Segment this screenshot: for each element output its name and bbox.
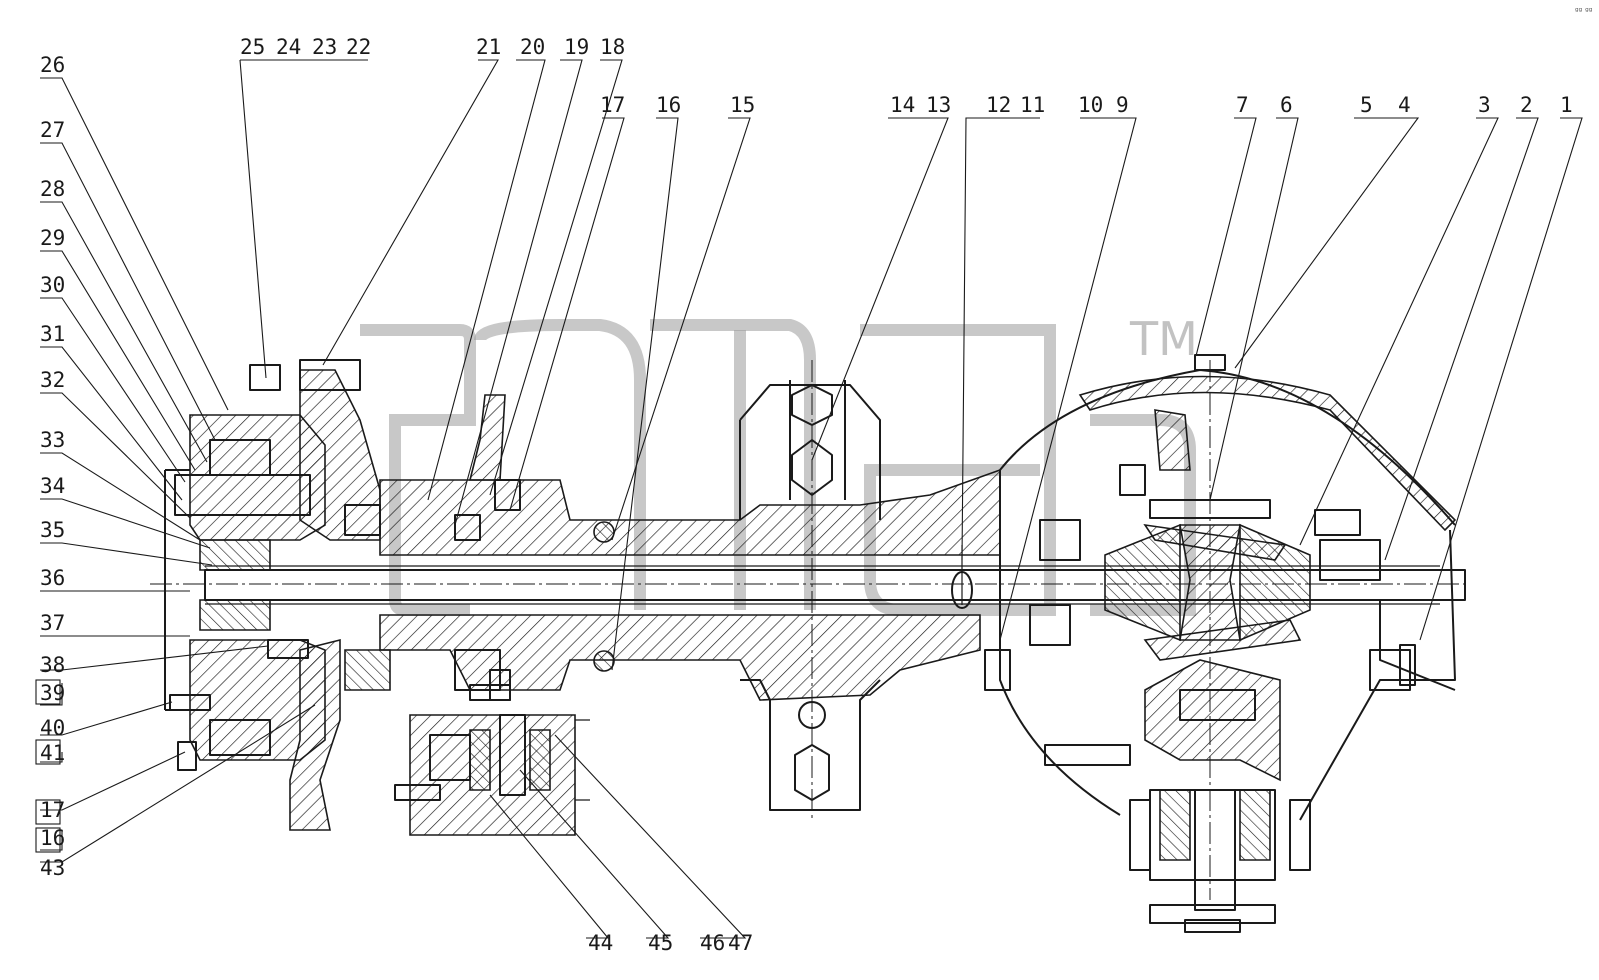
spring-seat	[739, 380, 881, 811]
callout-39: 39	[40, 681, 65, 705]
seal-rings	[593, 521, 615, 672]
callout-4: 4	[1398, 93, 1411, 117]
callout-45: 45	[648, 931, 673, 955]
callout-37: 37	[40, 611, 65, 635]
callout-10: 10	[1078, 93, 1103, 117]
callout-22: 22	[346, 35, 371, 59]
callout-7: 7	[1236, 93, 1249, 117]
callout-43: 43	[40, 856, 65, 880]
callout-47: 47	[728, 931, 753, 955]
differential-gears	[1104, 409, 1311, 782]
callout-17-lower: 17	[40, 798, 65, 822]
callout-32: 32	[40, 368, 65, 392]
callout-46: 46	[700, 931, 725, 955]
flange-bracket	[454, 394, 521, 701]
callout-31: 31	[40, 322, 65, 346]
left-hub-assembly	[164, 359, 381, 831]
callout-30: 30	[40, 273, 65, 297]
callout-40: 40	[40, 716, 65, 740]
corner-mark: ᵍᵍ ᵍᵍ	[1575, 7, 1593, 17]
callout-17: 17	[600, 93, 625, 117]
callout-3: 3	[1478, 93, 1491, 117]
pinion-flange	[1129, 789, 1311, 933]
callout-36: 36	[40, 566, 65, 590]
callout-23: 23	[312, 35, 337, 59]
callout-1: 1	[1560, 93, 1573, 117]
brake-assembly	[394, 684, 590, 836]
callout-12: 12	[986, 93, 1011, 117]
callout-25: 25	[240, 35, 265, 59]
axle-housing-tube	[344, 468, 1001, 701]
callout-20: 20	[520, 35, 545, 59]
callout-38: 38	[40, 653, 65, 677]
callout-6: 6	[1280, 93, 1293, 117]
callout-19: 19	[564, 35, 589, 59]
callout-16-lower: 16	[40, 826, 65, 850]
callout-29: 29	[40, 226, 65, 250]
callout-2: 2	[1520, 93, 1533, 117]
callout-14: 14	[890, 93, 915, 117]
callout-34: 34	[40, 474, 65, 498]
callout-24: 24	[276, 35, 301, 59]
leader-lines	[40, 59, 1583, 939]
callout-26: 26	[40, 53, 65, 77]
callout-11: 11	[1020, 93, 1045, 117]
callout-9: 9	[1116, 93, 1129, 117]
callout-41: 41	[40, 741, 65, 765]
differential-housing	[984, 354, 1457, 821]
callout-35: 35	[40, 518, 65, 542]
callout-16: 16	[656, 93, 681, 117]
callout-15: 15	[730, 93, 755, 117]
watermark-tm: TM	[1129, 312, 1198, 366]
callout-5: 5	[1360, 93, 1373, 117]
callout-28: 28	[40, 177, 65, 201]
callout-boxes	[35, 679, 61, 853]
callout-27: 27	[40, 118, 65, 142]
callout-13: 13	[926, 93, 951, 117]
callout-21: 21	[476, 35, 501, 59]
callout-33: 33	[40, 428, 65, 452]
callout-44: 44	[588, 931, 613, 955]
callouts: 1 2 3 4 5 6 7 9 10 11 12 13 14 15 16 17 …	[40, 7, 1593, 955]
callout-18: 18	[600, 35, 625, 59]
